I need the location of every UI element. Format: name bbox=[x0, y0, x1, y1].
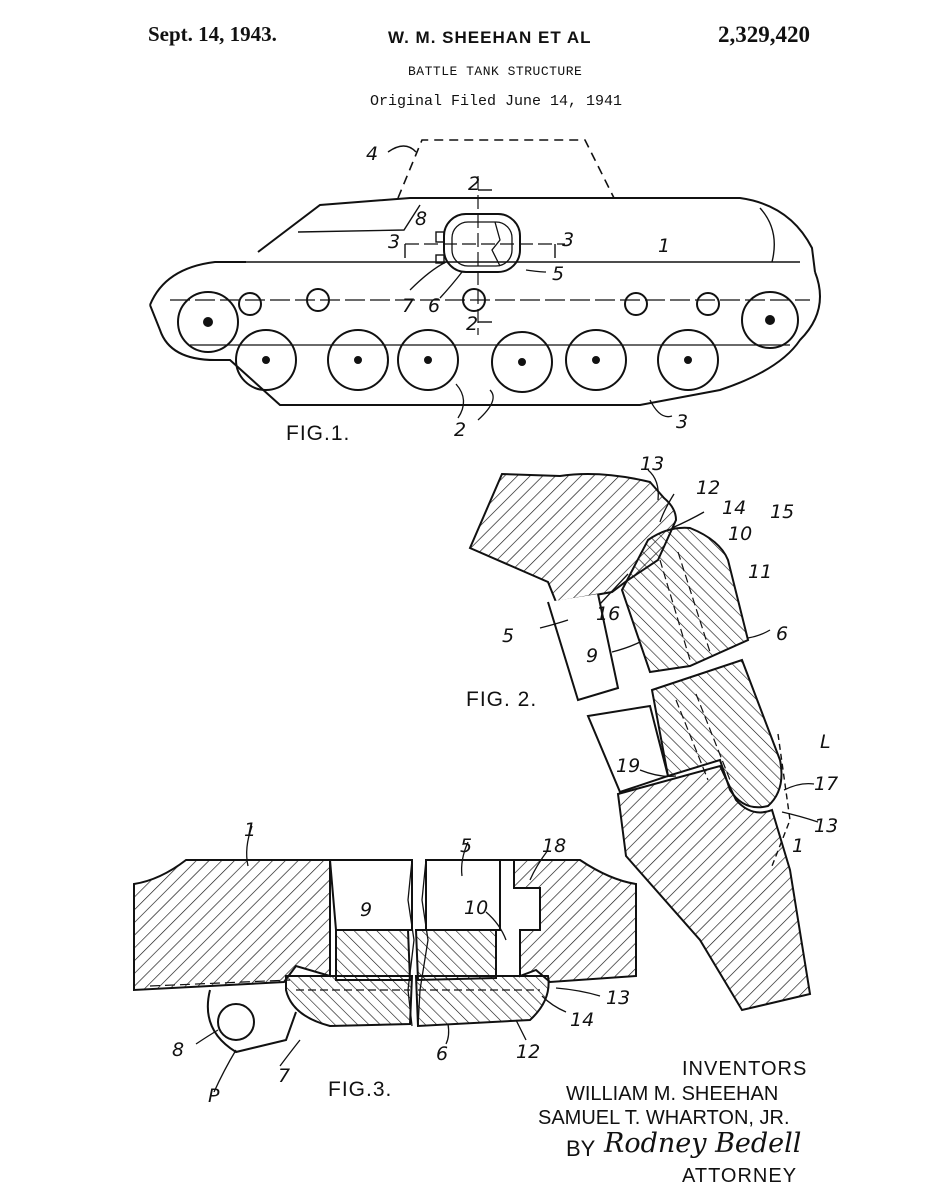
fig2-label-11: 11 bbox=[748, 561, 772, 583]
fig1-label-3-right: 3 bbox=[562, 229, 574, 251]
fig1-label-8: 8 bbox=[415, 208, 427, 230]
inventor-line: W. M. SHEEHAN ET AL bbox=[388, 28, 592, 47]
fig3-label-6: 6 bbox=[436, 1043, 448, 1065]
fig1-label-7: 7 bbox=[402, 295, 414, 317]
fig3-label-8: 8 bbox=[172, 1039, 184, 1061]
fig3-section-drawing bbox=[133, 825, 637, 1093]
filing-date: Original Filed June 14, 1941 bbox=[370, 93, 623, 110]
attorney-signature: Rodney Bedell bbox=[604, 1128, 802, 1159]
fig3-label-5: 5 bbox=[460, 835, 472, 857]
fig2-label-14: 14 bbox=[722, 497, 746, 519]
fig2-label-19: 19 bbox=[616, 755, 640, 777]
fig2-label-12: 12 bbox=[696, 477, 720, 499]
fig1-label-3-track: 3 bbox=[676, 411, 688, 433]
fig1-label-6: 6 bbox=[428, 295, 440, 317]
fig2-label-10: 10 bbox=[728, 523, 752, 545]
fig1-label-1: 1 bbox=[658, 235, 670, 257]
fig3-label-14: 14 bbox=[570, 1009, 594, 1031]
fig1-labels: 4 2 8 3 3 1 5 7 6 2 2 3 FIG.1. bbox=[286, 143, 688, 445]
fig2-label-13-bottom: 13 bbox=[814, 815, 838, 837]
patent-date: Sept. 14, 1943. bbox=[148, 22, 277, 46]
fig3-label-18: 18 bbox=[542, 835, 566, 857]
fig1-label-2-wheels: 2 bbox=[454, 419, 466, 441]
fig3-caption: FIG.3. bbox=[328, 1078, 392, 1101]
patent-title: BATTLE TANK STRUCTURE bbox=[408, 64, 583, 79]
fig3-label-9: 9 bbox=[360, 899, 372, 921]
fig1-caption: FIG.1. bbox=[286, 422, 350, 445]
inventors-heading: INVENTORS bbox=[682, 1058, 808, 1080]
fig2-label-5: 5 bbox=[502, 625, 514, 647]
patent-number: 2,329,420 bbox=[718, 22, 810, 47]
fig2-label-6: 6 bbox=[776, 623, 788, 645]
fig2-labels: 13 12 14 15 10 11 16 5 9 6 19 L 17 13 1 … bbox=[466, 453, 838, 857]
fig3-label-1: 1 bbox=[244, 819, 256, 841]
by-label: BY bbox=[566, 1136, 596, 1161]
inventor-name-1: WILLIAM M. SHEEHAN bbox=[566, 1083, 779, 1105]
fig1-label-2-top: 2 bbox=[468, 173, 480, 195]
fig1-tank-drawing bbox=[149, 139, 821, 421]
fig1-label-4: 4 bbox=[366, 143, 378, 165]
fig1-label-5: 5 bbox=[552, 263, 564, 285]
fig1-label-2-bottom: 2 bbox=[466, 313, 478, 335]
fig3-label-12: 12 bbox=[516, 1041, 540, 1063]
inventor-name-2: SAMUEL T. WHARTON, JR. bbox=[538, 1107, 790, 1129]
fig2-section-drawing bbox=[468, 469, 819, 1012]
fig3-label-10: 10 bbox=[464, 897, 488, 919]
fig3-label-P: P bbox=[208, 1085, 220, 1107]
fig2-label-15: 15 bbox=[770, 501, 794, 523]
fig2-label-17: 17 bbox=[814, 773, 838, 795]
fig2-label-1: 1 bbox=[792, 835, 804, 857]
fig3-label-13: 13 bbox=[606, 987, 630, 1009]
fig2-label-9: 9 bbox=[586, 645, 598, 667]
attorney-label: ATTORNEY bbox=[682, 1165, 798, 1187]
fig3-label-7: 7 bbox=[278, 1065, 290, 1087]
fig3-labels: 1 5 18 9 10 13 14 8 7 6 12 P FIG.3. bbox=[172, 819, 630, 1107]
fig2-caption: FIG. 2. bbox=[466, 688, 537, 711]
fig2-label-13-top: 13 bbox=[640, 453, 664, 475]
fig1-label-3-left: 3 bbox=[388, 231, 400, 253]
fig2-label-L: L bbox=[820, 731, 831, 753]
fig2-label-16: 16 bbox=[596, 603, 620, 625]
